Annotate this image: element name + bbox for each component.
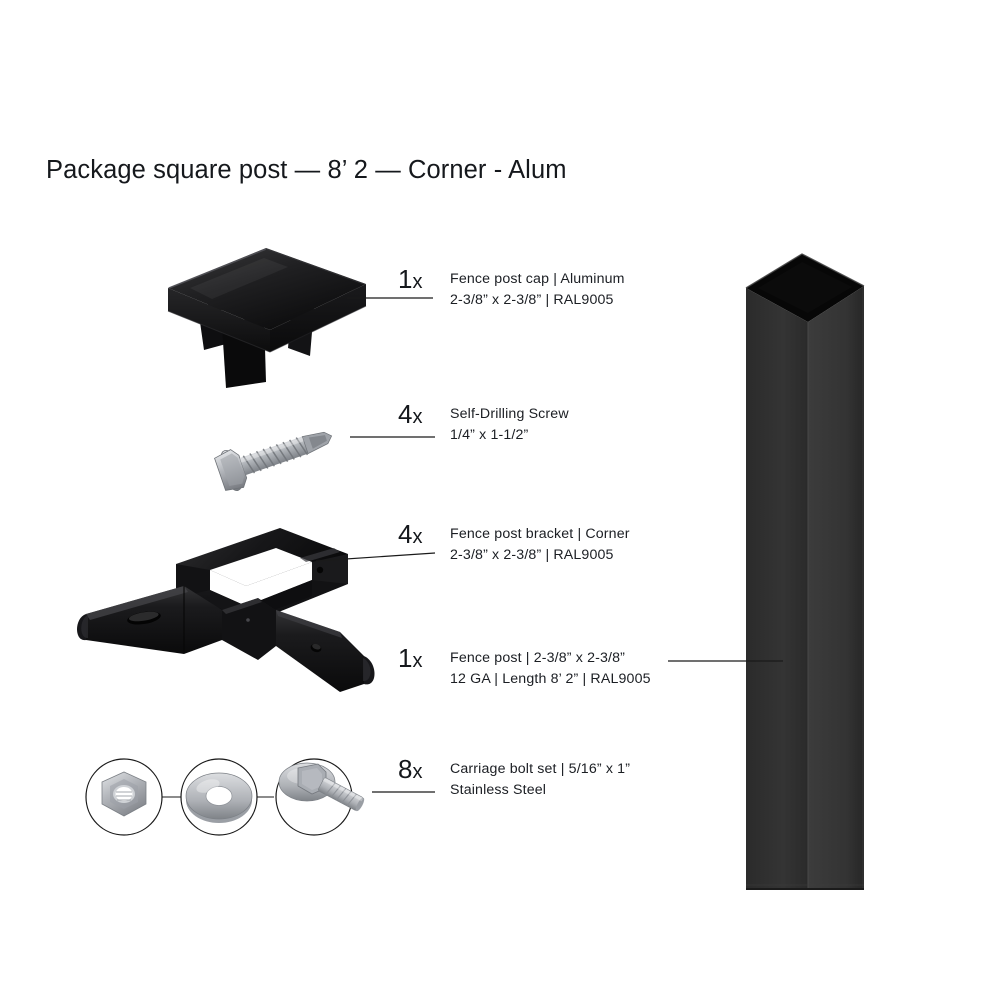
description-line-1: Fence post cap | Aluminum xyxy=(450,271,625,287)
annotation-fence-post: 1x Fence post | 2-3/8” x 2-3/8” 12 GA | … xyxy=(398,645,651,690)
self-drilling-screw-illustration xyxy=(196,404,361,494)
description-fence-post-bracket: Fence post bracket | Corner 2-3/8” x 2-3… xyxy=(450,521,630,566)
quantity-carriage-bolt-set: 8x xyxy=(398,754,423,784)
description-line-2: 2-3/8” x 2-3/8” | RAL9005 xyxy=(450,547,614,563)
carriage-bolt-set-illustration xyxy=(74,742,384,852)
fence-post-bracket-illustration xyxy=(72,522,402,712)
description-line-1: Fence post | 2-3/8” x 2-3/8” xyxy=(450,650,626,666)
description-line-2: 2-3/8” x 2-3/8” | RAL9005 xyxy=(450,292,614,308)
annotation-fence-post-bracket: 4x Fence post bracket | Corner 2-3/8” x … xyxy=(398,521,630,566)
description-carriage-bolt-set: Carriage bolt set | 5/16” x 1” Stainless… xyxy=(450,756,630,801)
quantity-fence-post-cap: 1x xyxy=(398,264,423,294)
description-self-drilling-screw: Self-Drilling Screw 1/4” x 1-1/2” xyxy=(450,401,569,446)
description-line-1: Carriage bolt set | 5/16” x 1” xyxy=(450,761,631,777)
description-line-2: Stainless Steel xyxy=(450,782,547,798)
description-line-1: Self-Drilling Screw xyxy=(450,406,569,422)
quantity-self-drilling-screw: 4x xyxy=(398,399,423,429)
annotation-carriage-bolt-set: 8x Carriage bolt set | 5/16” x 1” Stainl… xyxy=(398,756,630,801)
fence-post-illustration xyxy=(740,252,890,902)
annotation-fence-post-cap: 1x Fence post cap | Aluminum 2-3/8” x 2-… xyxy=(398,266,625,311)
description-fence-post-cap: Fence post cap | Aluminum 2-3/8” x 2-3/8… xyxy=(450,266,625,311)
annotation-self-drilling-screw: 4x Self-Drilling Screw 1/4” x 1-1/2” xyxy=(398,401,569,446)
page-title: Package square post — 8’ 2 — Corner - Al… xyxy=(46,156,567,184)
description-line-1: Fence post bracket | Corner xyxy=(450,526,630,542)
quantity-fence-post: 1x xyxy=(398,643,423,673)
description-fence-post: Fence post | 2-3/8” x 2-3/8” 12 GA | Len… xyxy=(450,645,651,690)
fence-post-cap-illustration xyxy=(160,238,375,388)
description-line-2: 1/4” x 1-1/2” xyxy=(450,427,529,443)
quantity-fence-post-bracket: 4x xyxy=(398,519,423,549)
description-line-2: 12 GA | Length 8’ 2” | RAL9005 xyxy=(450,671,651,687)
